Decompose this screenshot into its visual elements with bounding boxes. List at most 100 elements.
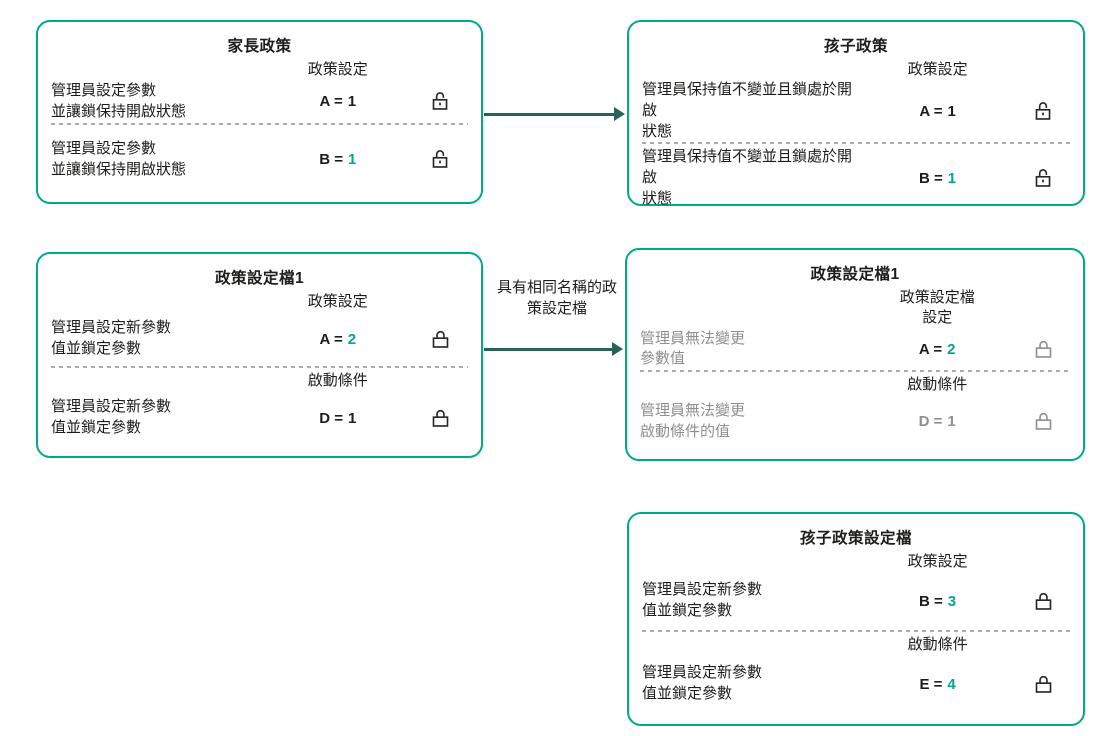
row-description: 管理員無法變更 參數值 xyxy=(640,329,746,368)
param-name: D = xyxy=(918,413,943,431)
param-number: 1 xyxy=(947,169,957,187)
card-title: 家長政策 xyxy=(227,38,292,55)
lock-cell xyxy=(1016,410,1070,433)
param-number: 2 xyxy=(347,330,357,348)
lock-cell xyxy=(414,148,468,171)
closed-lock-icon xyxy=(1035,675,1051,693)
profile-inheritance-arrow-label: 具有相同名稱的政 策設定檔 xyxy=(496,279,617,317)
inherited-policy-profile-card: 政策設定檔1 政策設定檔 設定 管理員無法變更 參數值 A =2 啟動條件 管理… xyxy=(625,248,1085,461)
policy-settings-section: 政策設定 管理員設定新參數 值並鎖定參數 B =3 xyxy=(642,549,1070,630)
closed-lock-icon xyxy=(1035,592,1051,610)
param-name: E = xyxy=(919,675,943,693)
lock-cell xyxy=(414,328,468,351)
section-header xyxy=(865,144,1010,147)
param-number: 1 xyxy=(348,151,357,168)
row-description: 管理員設定參數 並讓鎖保持開啟狀態 xyxy=(51,81,187,120)
arrow-shaft xyxy=(484,347,614,351)
closed-lock-icon xyxy=(1035,412,1051,430)
card-title: 政策設定檔1 xyxy=(810,266,900,283)
open-lock-icon xyxy=(1035,169,1050,187)
closed-lock-icon xyxy=(433,330,449,348)
card-title: 政策設定檔1 xyxy=(214,270,305,287)
arrow-head xyxy=(614,107,625,121)
section-header: 啟動條件 xyxy=(907,636,968,653)
dashed-divider xyxy=(642,142,1070,145)
row-description: 管理員設定新參數 值並鎖定參數 xyxy=(51,319,172,358)
param-number: 1 xyxy=(348,409,357,427)
section-header: 政策設定 xyxy=(907,553,968,570)
dashed-divider xyxy=(51,366,468,368)
open-lock-icon xyxy=(1035,102,1050,120)
dashed-divider xyxy=(640,369,1070,372)
row-description: 管理員設定新參數 值並鎖定參數 xyxy=(51,398,172,437)
section-header xyxy=(268,125,408,128)
param-name: A = xyxy=(319,93,343,111)
param-value: E =4 xyxy=(865,676,1010,693)
closed-lock-icon xyxy=(433,409,449,427)
section-header: 政策設定 xyxy=(307,293,368,310)
param-number: 1 xyxy=(347,93,357,111)
param-value: D =1 xyxy=(864,413,1010,430)
activation-rules-section: 啟動條件 管理員設定新參數 值並鎖定參數 D = 1 xyxy=(51,368,468,445)
row-description: 管理員設定新參數 值並鎖定參數 xyxy=(642,664,763,703)
lock-cell xyxy=(1016,100,1070,123)
param-value: B =3 xyxy=(865,593,1010,610)
param-name: A = xyxy=(319,330,343,348)
lock-cell xyxy=(414,90,468,113)
section-header: 政策設定 xyxy=(907,61,968,78)
param-value: A =2 xyxy=(864,341,1010,358)
param-number: 3 xyxy=(947,592,957,610)
lock-cell xyxy=(1016,338,1070,361)
section-header: 政策設定檔 設定 xyxy=(899,289,975,327)
param-name: A = xyxy=(918,340,943,358)
policy-profile-card: 政策設定檔1 政策設定 管理員設定新參數 值並鎖定參數 A =2 啟動條件 管理… xyxy=(36,252,483,458)
card-title: 孩子政策設定檔 xyxy=(799,530,912,547)
child-policy-profile-card: 孩子政策設定檔 政策設定 管理員設定新參數 值並鎖定參數 B =3 啟動條件 管… xyxy=(627,512,1085,726)
param-number: 4 xyxy=(947,675,956,693)
lock-cell xyxy=(1016,590,1070,613)
lock-cell xyxy=(1016,167,1070,190)
param-name: B = xyxy=(919,592,943,610)
lock-cell xyxy=(1016,673,1070,696)
dashed-divider xyxy=(51,123,468,125)
policy-settings-section: 管理員保持值不變並且鎖處於開啟 狀態 B =1 xyxy=(642,144,1070,209)
closed-lock-icon xyxy=(1035,340,1051,358)
dashed-divider xyxy=(642,630,1070,632)
lock-cell xyxy=(414,407,468,430)
profile-inheritance-arrow xyxy=(484,341,623,357)
activation-rules-section: 啟動條件 管理員無法變更 啟動條件的值 D =1 xyxy=(640,372,1070,448)
policy-settings-section: 政策設定 管理員設定參數 並讓鎖保持開啟狀態 A =1 xyxy=(51,57,468,123)
policy-settings-section: 管理員設定參數 並讓鎖保持開啟狀態 B =1 xyxy=(51,125,468,191)
open-lock-icon xyxy=(433,92,448,110)
row-description: 管理員無法變更 啟動條件的值 xyxy=(640,401,746,440)
section-header: 啟動條件 xyxy=(307,372,368,389)
param-value: B =1 xyxy=(865,170,1010,187)
param-value: A =1 xyxy=(865,103,1010,120)
row-description: 管理員設定參數 並讓鎖保持開啟狀態 xyxy=(51,139,187,178)
arrow-head xyxy=(612,342,623,356)
param-number: 2 xyxy=(947,340,956,358)
row-description: 管理員設定新參數 值並鎖定參數 xyxy=(642,581,763,620)
param-value: A =2 xyxy=(268,331,408,348)
param-number: 1 xyxy=(947,102,956,120)
row-description: 管理員保持值不變並且鎖處於開啟 狀態 xyxy=(642,148,853,207)
param-number: 1 xyxy=(947,413,956,431)
child-policy-card: 孩子政策 政策設定 管理員保持值不變並且鎖處於開啟 狀態 A =1 管理員保持值… xyxy=(627,20,1085,209)
card-title: 孩子政策 xyxy=(823,38,888,55)
policy-settings-section: 政策設定 管理員保持值不變並且鎖處於開啟 狀態 A =1 xyxy=(642,57,1070,142)
param-value: D = 1 xyxy=(268,410,408,427)
param-value: B =1 xyxy=(268,151,408,168)
policy-inheritance-arrow xyxy=(484,106,625,122)
param-name: D = xyxy=(319,409,343,427)
profile-settings-section: 政策設定檔 設定 管理員無法變更 參數值 A =2 xyxy=(640,285,1070,370)
open-lock-icon xyxy=(433,150,448,168)
param-name: A = xyxy=(919,102,943,120)
row-description: 管理員保持值不變並且鎖處於開啟 狀態 xyxy=(642,81,853,140)
param-name: B = xyxy=(919,169,943,187)
arrow-shaft xyxy=(484,112,616,116)
parent-policy-card: 家長政策 政策設定 管理員設定參數 並讓鎖保持開啟狀態 A =1 管理員設定參數… xyxy=(36,20,483,204)
section-header: 啟動條件 xyxy=(907,375,968,393)
activation-rules-section: 啟動條件 管理員設定新參數 值並鎖定參數 E =4 xyxy=(642,632,1070,713)
policy-settings-section: 政策設定 管理員設定新參數 值並鎖定參數 A =2 xyxy=(51,289,468,366)
